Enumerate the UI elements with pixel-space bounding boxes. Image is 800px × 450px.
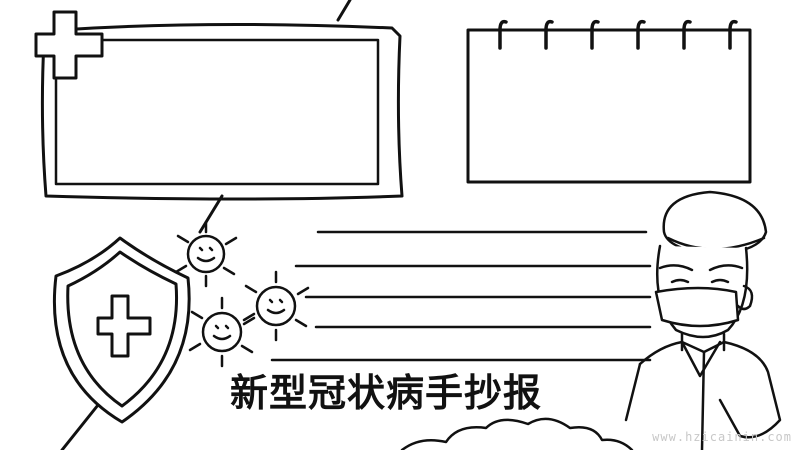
medical-cross-icon (34, 10, 104, 80)
poster-title: 新型冠状病手抄报 (230, 371, 543, 415)
doctor-illustration (624, 190, 782, 450)
top-left-frame (40, 22, 404, 201)
watermark: www.hzicainin.com (652, 430, 792, 444)
virus-icon (174, 220, 238, 288)
virus-icon (188, 296, 256, 368)
cloud-icon (400, 417, 634, 450)
shield-cross-icon (52, 236, 191, 424)
writing-lines (270, 230, 652, 362)
calendar-notepad-icon (466, 19, 752, 184)
virus-icon (242, 270, 310, 342)
